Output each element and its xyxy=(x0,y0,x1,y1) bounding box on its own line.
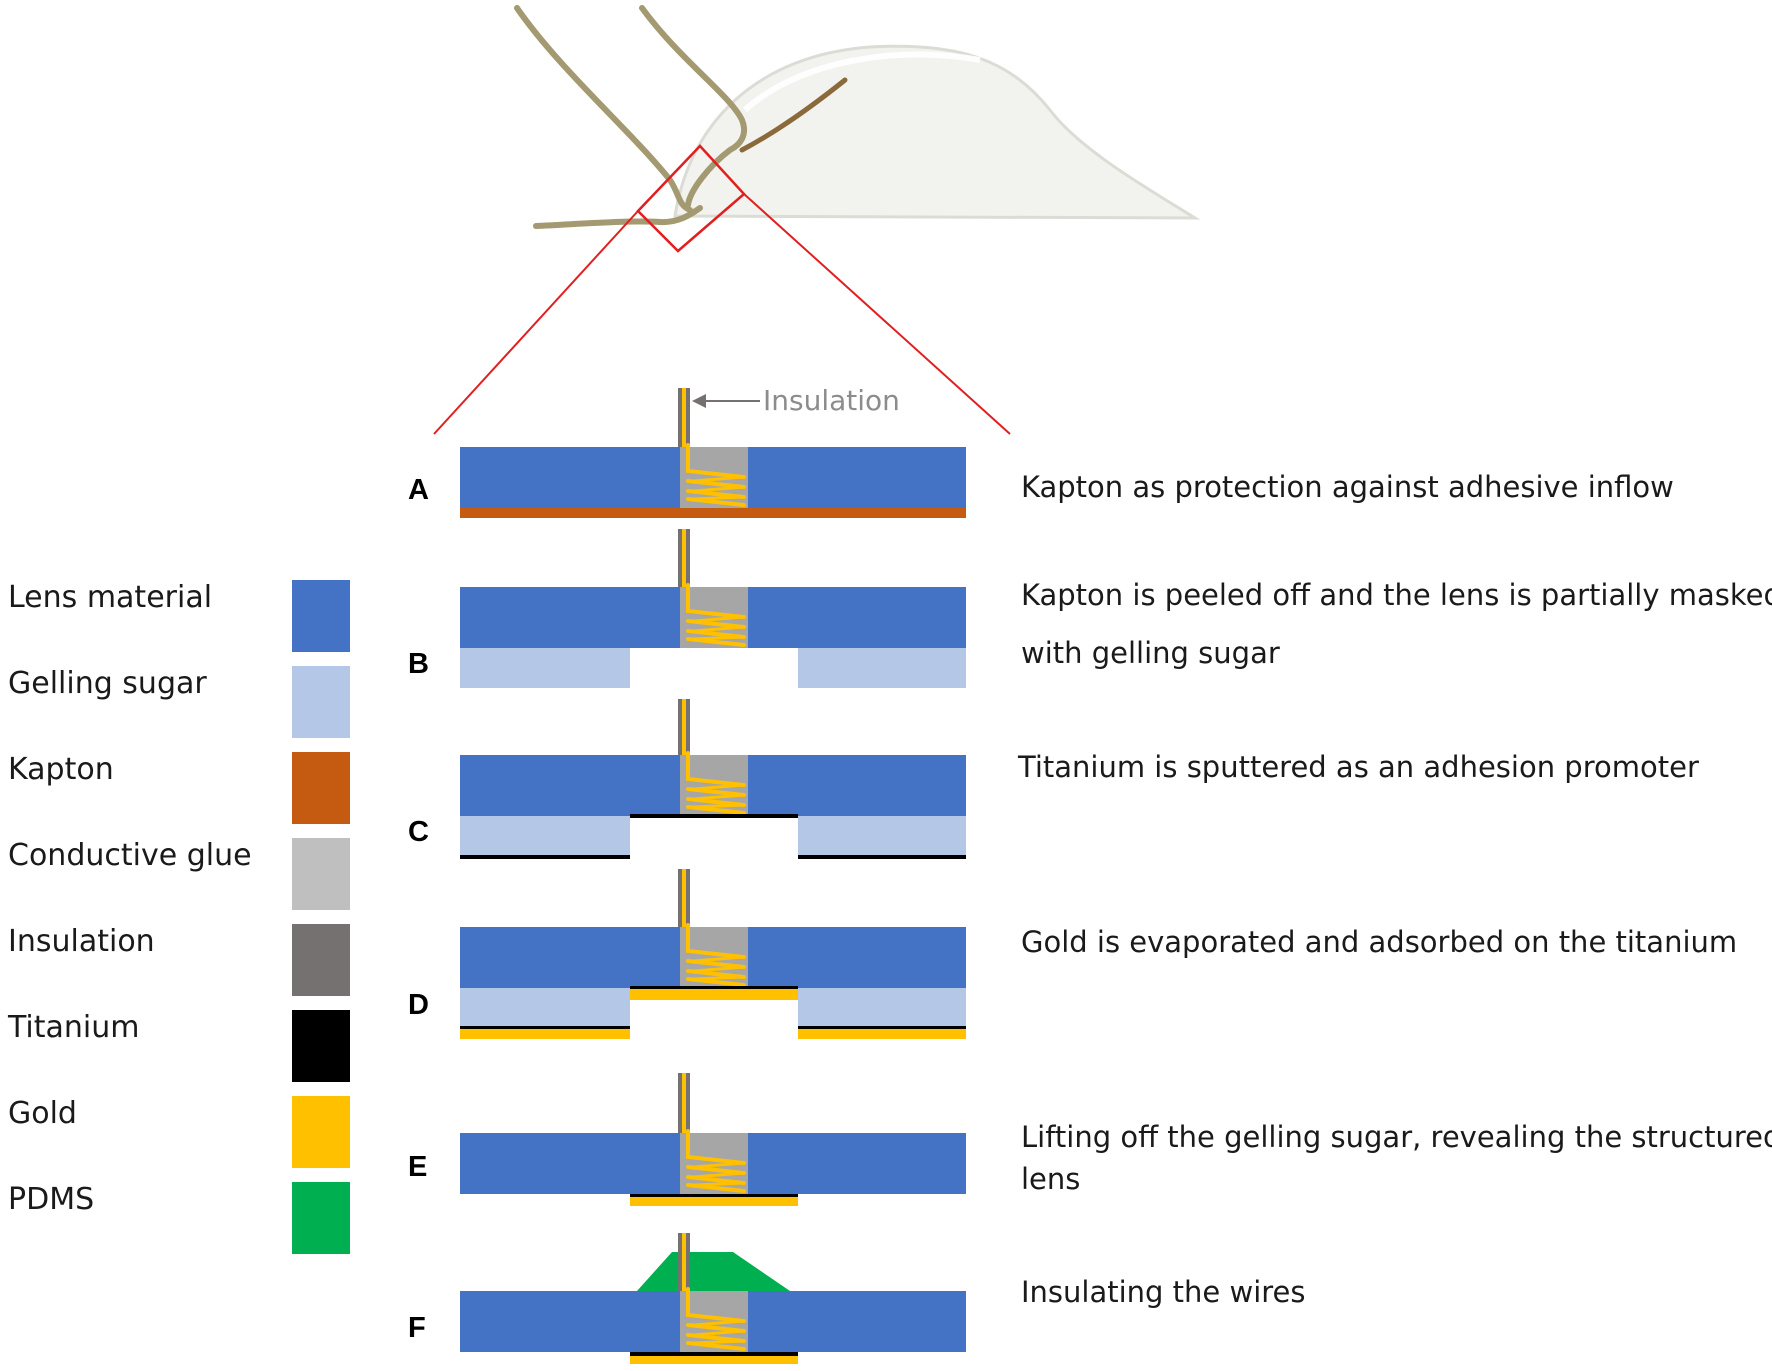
step-d: D Gold is evaporated and adsorbed on the … xyxy=(408,869,1737,1039)
wire-coil xyxy=(686,751,746,815)
gold-left xyxy=(460,1027,630,1039)
lens-dome xyxy=(673,44,1201,220)
insulation-callout-label: Insulation xyxy=(763,384,900,417)
wire-coil-inner xyxy=(692,615,746,641)
legend-label: Titanium xyxy=(7,1010,139,1045)
legend-label: Conductive glue xyxy=(8,838,252,873)
wire-coil-inner xyxy=(692,1161,746,1187)
titanium-left xyxy=(460,1026,630,1029)
gelling-sugar-right xyxy=(798,816,966,856)
step-description: lens xyxy=(1021,1162,1080,1196)
insulation-callout: Insulation xyxy=(692,384,900,417)
wire-coil-inner xyxy=(692,955,746,981)
step-letter: B xyxy=(408,648,429,680)
gelling-sugar-right xyxy=(798,648,966,688)
wire-bottom xyxy=(533,205,703,229)
legend-label: Insulation xyxy=(8,924,155,959)
titanium-right xyxy=(798,855,966,859)
step-description: Gold is evaporated and adsorbed on the t… xyxy=(1021,925,1737,959)
step-b: B Kapton is peeled off and the lens is pa… xyxy=(408,529,1772,688)
legend-label: Kapton xyxy=(8,752,114,787)
pdms-insulation xyxy=(637,1252,790,1291)
wire-coil-inner xyxy=(692,1319,746,1345)
legend-swatch xyxy=(292,666,350,738)
step-letter: A xyxy=(408,474,429,506)
gelling-sugar-left xyxy=(460,648,630,688)
step-description: Insulating the wires xyxy=(1021,1275,1306,1309)
legend-swatch xyxy=(292,924,350,996)
step-f: F Insulating the wires xyxy=(408,1233,1306,1364)
step-description: Kapton is peeled off and the lens is par… xyxy=(1021,578,1772,612)
legend-swatch xyxy=(292,1010,350,1082)
lens-photo xyxy=(433,5,1201,435)
legend-swatch xyxy=(292,1182,350,1254)
step-letter: E xyxy=(408,1151,427,1183)
titanium-center xyxy=(630,814,798,818)
step-description: Titanium is sputtered as an adhesion pro… xyxy=(1017,750,1699,784)
kapton-layer xyxy=(460,508,966,518)
gelling-sugar-right xyxy=(798,988,966,1028)
legend-swatch xyxy=(292,752,350,824)
wire-coil xyxy=(686,1129,746,1193)
step-description: Kapton as protection against adhesive in… xyxy=(1021,470,1674,504)
wire-coil xyxy=(686,1287,746,1351)
zoom-line-left xyxy=(433,210,639,435)
step-letter: F xyxy=(408,1312,426,1344)
step-a: A Kapton as protection against adhesive i… xyxy=(408,388,1674,518)
titanium-right xyxy=(798,1026,966,1029)
lens-dome-rim xyxy=(742,51,981,113)
step-letter: C xyxy=(408,816,429,848)
wire-right xyxy=(639,5,748,208)
step-letter: D xyxy=(408,989,429,1021)
process-steps: A Kapton as protection against adhesive i… xyxy=(408,388,1772,1364)
wire-coil xyxy=(686,443,746,507)
gold-center xyxy=(630,986,798,1000)
wire-left xyxy=(514,5,693,213)
gold-right xyxy=(798,1027,966,1039)
zoom-frame xyxy=(636,144,746,253)
titanium-left xyxy=(460,855,630,859)
titanium-center xyxy=(630,986,798,989)
wire-coil xyxy=(686,583,746,647)
step-description: with gelling sugar xyxy=(1021,636,1280,670)
insulation-arrowhead xyxy=(692,394,706,408)
step-e: E Lifting off the gelling sugar, revealin… xyxy=(408,1073,1772,1206)
legend-label: PDMS xyxy=(8,1182,94,1217)
step-c: C Titanium is sputtered as an adhesion pr… xyxy=(408,699,1699,859)
wire-coil-inner xyxy=(692,783,746,809)
wire-coil xyxy=(686,923,746,987)
titanium-center xyxy=(630,1194,798,1197)
gelling-sugar-left xyxy=(460,988,630,1028)
legend-swatch xyxy=(292,1096,350,1168)
step-description: Lifting off the gelling sugar, revealing… xyxy=(1021,1120,1772,1154)
wire-coil-inner xyxy=(692,475,746,501)
legend-label: Gold xyxy=(8,1096,77,1131)
legend-label: Lens material xyxy=(8,580,212,615)
legend-swatch xyxy=(292,580,350,652)
zoom-line-right xyxy=(743,193,1011,435)
gelling-sugar-left xyxy=(460,816,630,856)
legend-label: Gelling sugar xyxy=(8,666,207,701)
wire-embedded xyxy=(739,77,848,153)
legend-swatch xyxy=(292,838,350,910)
titanium-center xyxy=(630,1352,798,1356)
